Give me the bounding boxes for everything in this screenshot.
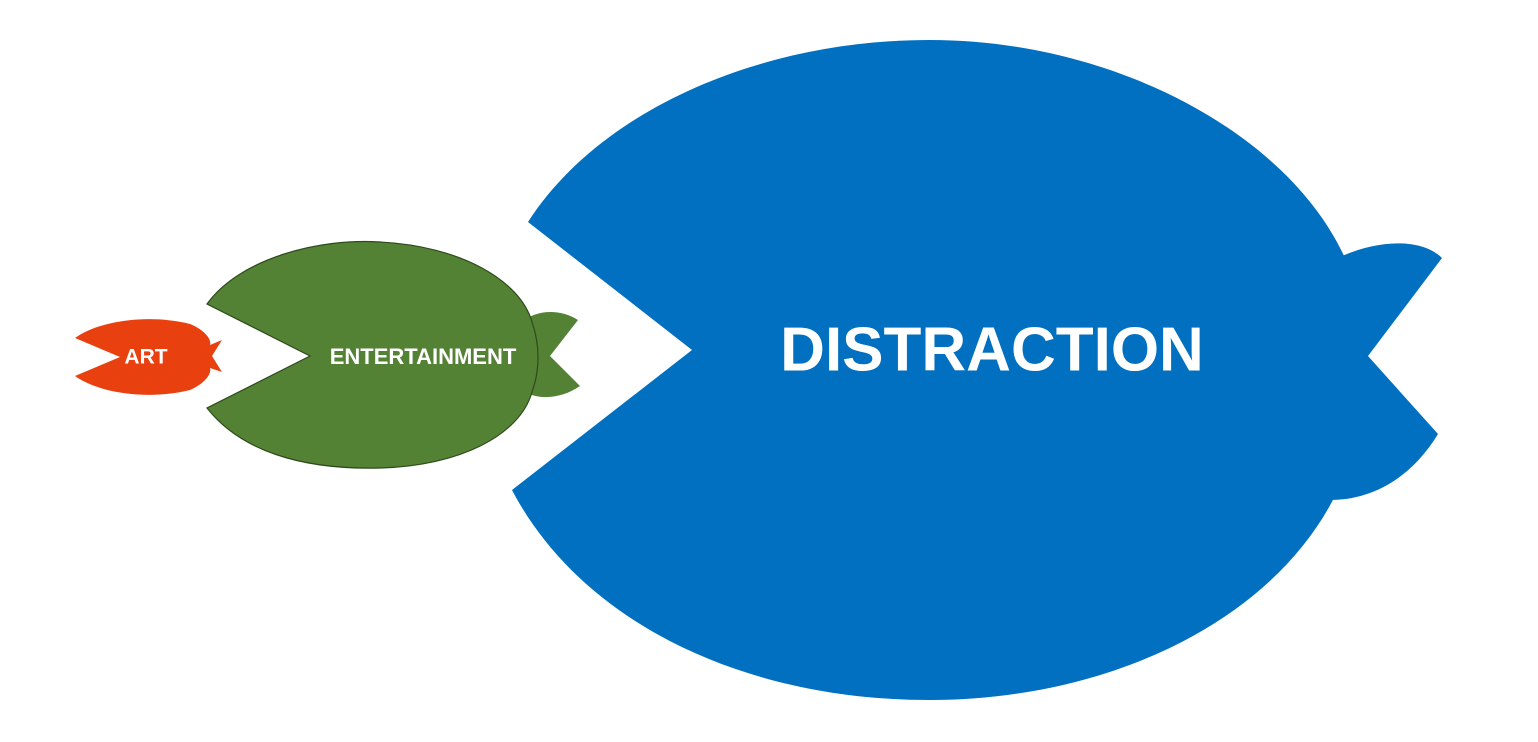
fish-art: ART [75, 319, 222, 395]
fish-entertainment-label: ENTERTAINMENT [330, 344, 517, 369]
fish-art-label: ART [124, 346, 167, 369]
fish-art-body [75, 319, 222, 395]
fish-distraction: DISTRACTION [512, 40, 1442, 700]
fish-distraction-label: DISTRACTION [780, 315, 1204, 384]
fish-distraction-body [512, 40, 1366, 700]
fish-entertainment: ENTERTAINMENT [206, 240, 580, 469]
fish-entertainment-body [206, 240, 539, 469]
